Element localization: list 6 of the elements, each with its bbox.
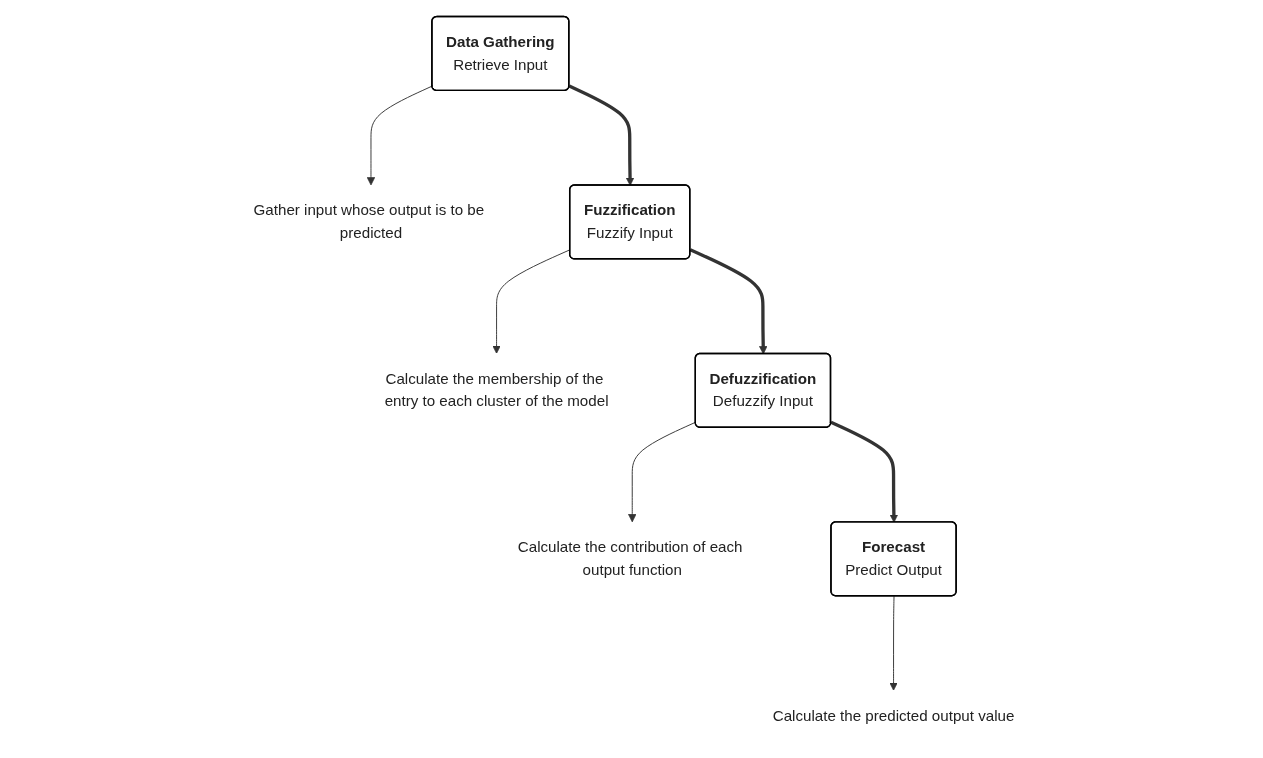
arrow (568, 84, 635, 186)
node-text: Calculate the contribution of each output function (518, 538, 743, 578)
node-text: Calculate the membership of the entry to each cluster of the model (384, 370, 609, 410)
arrow (830, 420, 899, 523)
node-text: Calculate the predicted output value (773, 707, 1015, 724)
node-text: Gather input whose output is to be predicted (253, 202, 485, 241)
